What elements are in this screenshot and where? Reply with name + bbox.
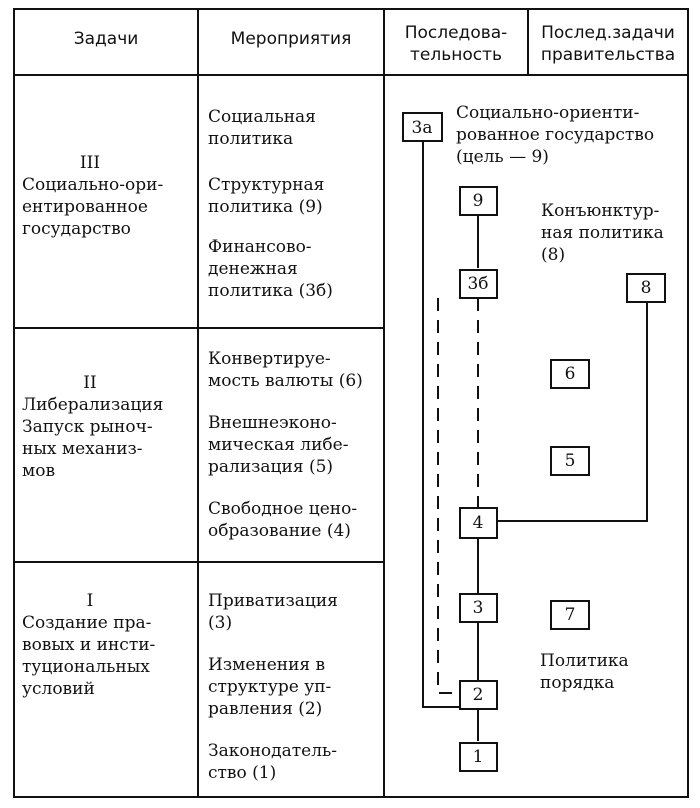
node-3a-label: 3а bbox=[412, 118, 433, 138]
stage-divider-lower bbox=[13, 561, 384, 563]
node-4-box bbox=[459, 507, 498, 539]
node-5-label: 5 bbox=[565, 451, 576, 471]
table-frame bbox=[13, 8, 689, 798]
node-1-label: 1 bbox=[473, 747, 484, 767]
annotation-conjuncture-policy: Конъюнктур- ная политика (8) bbox=[541, 201, 664, 265]
node-3b-box bbox=[459, 269, 498, 299]
node-4-label: 4 bbox=[473, 513, 484, 533]
node-3-label: 3 bbox=[473, 598, 484, 618]
annotation-social-state: Социально-ориенти- рованное государство … bbox=[456, 103, 655, 167]
node-8-box bbox=[626, 273, 666, 303]
measure-management-changes: Изменения в структуре уп- равления (2) bbox=[208, 655, 332, 719]
node-7-label: 7 bbox=[565, 605, 576, 625]
stage-1-name: Создание пра- вовых и инсти- туциональны… bbox=[22, 613, 156, 699]
stage-3-name: Социально-ори- ентированное государство bbox=[22, 175, 164, 239]
column-divider-2 bbox=[383, 8, 385, 798]
node-6-box bbox=[550, 359, 590, 389]
column-divider-1 bbox=[197, 8, 199, 798]
node-9-box bbox=[459, 186, 498, 216]
node-7-box bbox=[550, 600, 590, 630]
node-5-box bbox=[550, 446, 590, 476]
measure-currency-convertibility: Конвертируе- мость валюты (6) bbox=[208, 349, 363, 391]
header-tasks: Задачи bbox=[73, 29, 139, 49]
column-divider-3 bbox=[527, 8, 529, 75]
header-measures: Мероприятия bbox=[230, 29, 352, 49]
node-3-box bbox=[459, 593, 498, 623]
node-3b-label: 3б bbox=[467, 274, 488, 294]
stage-divider-upper bbox=[13, 327, 384, 329]
stage-3-numeral: III bbox=[79, 153, 101, 173]
node-9-label: 9 bbox=[473, 191, 484, 211]
measure-privatization: Приватизация (3) bbox=[208, 591, 338, 633]
node-6-label: 6 bbox=[565, 364, 576, 384]
measure-foreign-trade-liberalization: Внешнеэконо- мическая либе- рализация (5… bbox=[208, 413, 349, 477]
node-1-box bbox=[459, 742, 498, 772]
measure-structural-policy: Структурная политика (9) bbox=[208, 175, 325, 217]
stage-2-numeral: II bbox=[83, 373, 97, 393]
measure-free-pricing: Свободное цено- образование (4) bbox=[208, 499, 358, 541]
measure-social-policy: Социальная политика bbox=[208, 107, 316, 149]
connector-3a-to-2 bbox=[422, 141, 461, 708]
node-2-label: 2 bbox=[473, 685, 484, 705]
annotation-order-policy: Политика порядка bbox=[540, 651, 629, 693]
header-divider bbox=[13, 74, 689, 76]
node-8-label: 8 bbox=[641, 278, 652, 298]
measure-legislation: Законодатель- ство (1) bbox=[208, 741, 338, 783]
stage-2-name: Либерализация Запуск рыноч- ных механиз-… bbox=[22, 395, 164, 481]
dashed-connector-left-to-2 bbox=[437, 298, 461, 694]
measure-monetary-policy: Финансово- денежная политика (3б) bbox=[208, 237, 333, 301]
node-3a-box bbox=[402, 112, 443, 142]
header-sequence: Последова- тельность bbox=[404, 23, 508, 65]
stage-1-numeral: I bbox=[86, 591, 94, 611]
connector-8-to-4 bbox=[496, 302, 648, 522]
header-government: Послед.задачи правительства bbox=[540, 23, 676, 65]
node-2-box bbox=[459, 680, 498, 710]
